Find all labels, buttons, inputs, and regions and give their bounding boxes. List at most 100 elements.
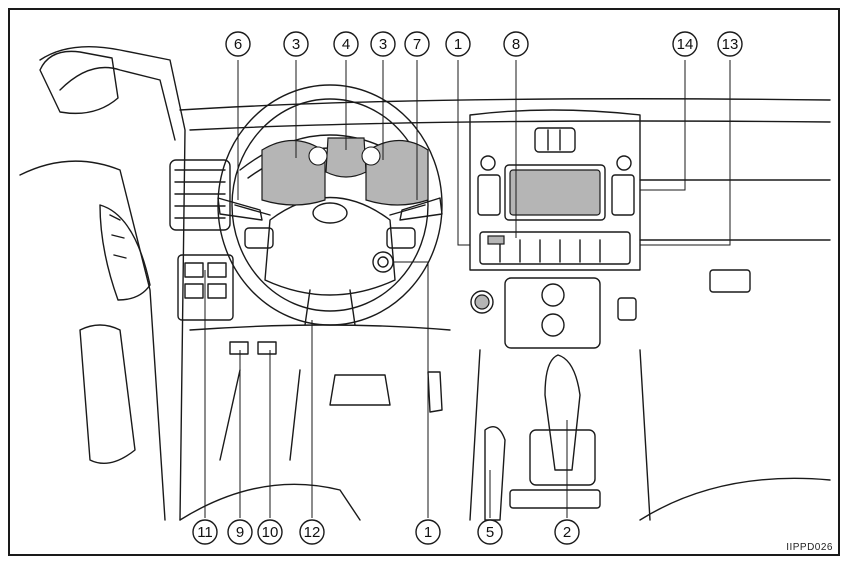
left-audio-buttons bbox=[477, 174, 501, 216]
top-callout-3: 4 bbox=[333, 31, 359, 57]
passenger-seat bbox=[639, 477, 831, 521]
ignition-switch bbox=[372, 251, 394, 273]
driver-seat bbox=[179, 483, 361, 521]
callout-circle bbox=[227, 519, 253, 545]
accelerator-pedal bbox=[427, 371, 443, 413]
lower-switch-panel bbox=[504, 277, 601, 349]
parking-brake bbox=[484, 426, 506, 521]
callout-circle bbox=[225, 31, 251, 57]
door-frame bbox=[39, 46, 186, 521]
pedal-left bbox=[229, 341, 249, 355]
callout-number: 13 bbox=[722, 36, 739, 53]
callout-circle bbox=[192, 519, 218, 545]
callout-number: 11 bbox=[197, 524, 213, 541]
callout-number: 3 bbox=[292, 36, 300, 53]
callout-number: 5 bbox=[486, 524, 494, 541]
callout-circle bbox=[370, 31, 396, 57]
callout-number: 12 bbox=[304, 524, 321, 541]
callout-number: 1 bbox=[454, 36, 462, 53]
right-audio-buttons bbox=[611, 174, 635, 216]
brake-pedal bbox=[329, 374, 391, 406]
right-wheel-switches bbox=[386, 227, 416, 249]
callout-number: 7 bbox=[413, 36, 421, 53]
shift-boot bbox=[529, 429, 596, 486]
climate-panel bbox=[479, 231, 631, 265]
callout-circle bbox=[717, 31, 743, 57]
top-callout-4: 3 bbox=[370, 31, 396, 57]
dashboard-top bbox=[179, 98, 831, 111]
callout-number: 9 bbox=[236, 524, 244, 541]
door-armrest bbox=[99, 204, 151, 301]
top-callout-8: 14 bbox=[672, 31, 698, 57]
lower-knob-bottom bbox=[541, 313, 565, 337]
lower-console-buttons bbox=[509, 489, 601, 509]
callout-number: 10 bbox=[262, 524, 279, 541]
glovebox-handle bbox=[709, 269, 751, 293]
bottom-callout-3: 10 bbox=[257, 519, 283, 545]
top-callout-7: 8 bbox=[503, 31, 529, 57]
top-callout-9: 13 bbox=[717, 31, 743, 57]
top-callout-6: 1 bbox=[445, 31, 471, 57]
callout-circle bbox=[415, 519, 441, 545]
shift-lever bbox=[544, 354, 581, 471]
callout-circle bbox=[257, 519, 283, 545]
callout-circle bbox=[445, 31, 471, 57]
right-gauge bbox=[365, 139, 429, 206]
callout-circle bbox=[283, 31, 309, 57]
bottom-callout-2: 9 bbox=[227, 519, 253, 545]
leader-lines bbox=[204, 60, 731, 518]
center-console bbox=[469, 349, 651, 521]
callout-number: 14 bbox=[677, 36, 694, 53]
callout-circle bbox=[672, 31, 698, 57]
highlighted-parts bbox=[261, 137, 601, 310]
callout-number: 3 bbox=[379, 36, 387, 53]
center-vent-top bbox=[534, 127, 576, 153]
steering-logo bbox=[312, 202, 348, 224]
audio-display bbox=[504, 164, 606, 221]
top-callout-1: 6 bbox=[225, 31, 251, 57]
door-pocket bbox=[79, 324, 136, 464]
top-callouts: 6 3 4 3 7 1 8 14 13 bbox=[225, 31, 743, 57]
start-button-fill bbox=[474, 294, 490, 310]
bottom-callouts: 11 9 10 12 1 5 2 bbox=[192, 519, 580, 545]
callout-number: 4 bbox=[342, 36, 350, 53]
audio-screen bbox=[509, 169, 601, 216]
bottom-callout-4: 12 bbox=[299, 519, 325, 545]
climate-screen bbox=[487, 235, 505, 245]
callout-circle bbox=[477, 519, 503, 545]
cluster-knob-right bbox=[361, 146, 381, 166]
lower-knob-top bbox=[541, 283, 565, 307]
bottom-callout-1: 11 bbox=[192, 519, 218, 545]
top-callout-2: 3 bbox=[283, 31, 309, 57]
left-knob bbox=[480, 155, 496, 171]
callout-number: 2 bbox=[563, 524, 571, 541]
bottom-callout-7: 2 bbox=[554, 519, 580, 545]
callout-circle bbox=[333, 31, 359, 57]
a-pillar bbox=[59, 66, 176, 141]
steering-wheel-rim bbox=[217, 84, 443, 326]
callout-circle bbox=[503, 31, 529, 57]
right-stalk bbox=[399, 197, 443, 221]
center-console-outline bbox=[469, 109, 641, 271]
bottom-callout-6: 5 bbox=[477, 519, 503, 545]
pedal-right bbox=[257, 341, 277, 355]
left-wheel-switches bbox=[244, 227, 274, 249]
callout-number: 6 bbox=[234, 36, 242, 53]
top-callout-5: 7 bbox=[404, 31, 430, 57]
callout-number: 1 bbox=[424, 524, 432, 541]
steering-wheel-hub bbox=[264, 196, 396, 296]
left-air-vent bbox=[169, 159, 231, 231]
callout-circle bbox=[299, 519, 325, 545]
engine-start-button bbox=[470, 290, 494, 314]
left-stalk bbox=[217, 197, 263, 221]
callout-circle bbox=[554, 519, 580, 545]
bottom-callout-5: 1 bbox=[415, 519, 441, 545]
figure-code: IIPPD026 bbox=[786, 542, 833, 553]
side-mirror bbox=[39, 50, 119, 115]
right-knob bbox=[616, 155, 632, 171]
door-panel bbox=[19, 160, 166, 521]
cluster-knob-left bbox=[308, 146, 328, 166]
passenger-switch bbox=[617, 297, 637, 321]
